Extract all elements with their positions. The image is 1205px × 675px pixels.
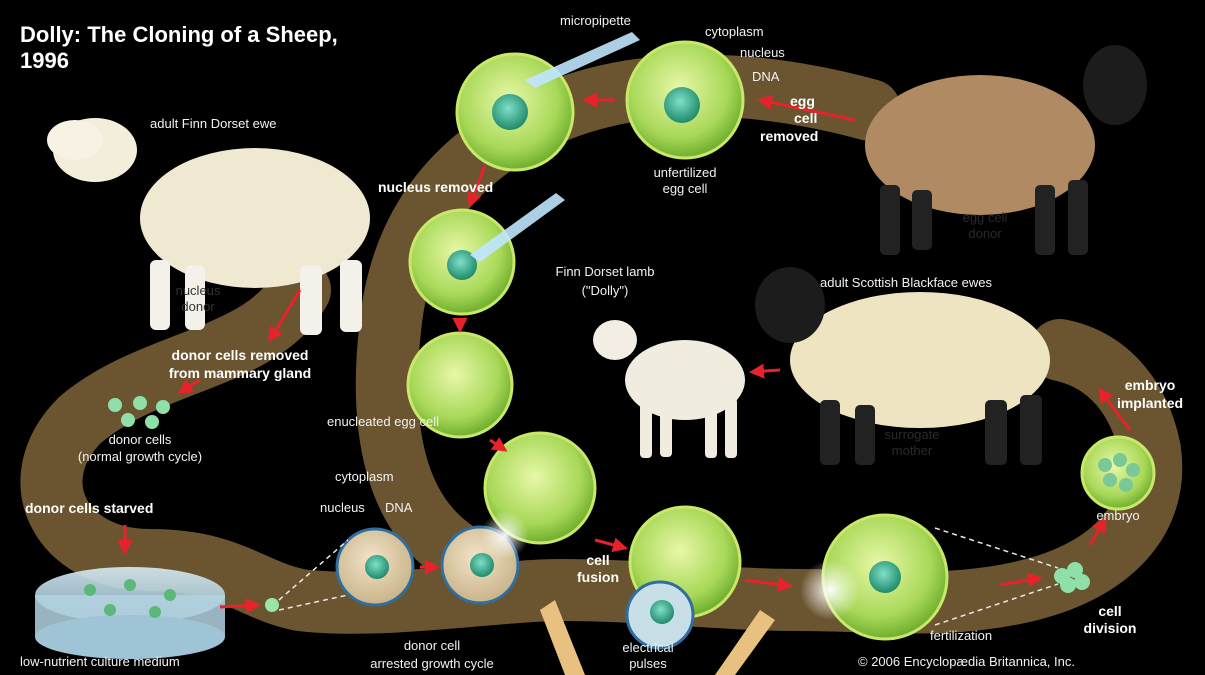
label-removed: removed [760,128,818,144]
label-fertilization: fertilization [930,628,992,643]
label-embryo: embryo [1096,508,1139,523]
label-egg: egg [790,93,815,109]
donor-cell-arrested [337,529,413,605]
label-enucleated-egg-cell: enucleated egg cell [327,414,439,429]
label-donor-cell-1: donor cell [404,638,460,653]
label-unfertilized-2: egg cell [663,181,708,196]
label-embryo-implanted-1: embryo [1125,377,1176,393]
label-finn-dorset-lamb-2: ("Dolly") [582,283,629,298]
label-micropipette: micropipette [560,13,631,28]
label-nucleus-removed: nucleus removed [378,179,493,195]
label-electrical-1: electrical [622,640,673,655]
copyright-notice: © 2006 Encyclopædia Britannica, Inc. [858,654,1075,669]
label-cytoplasm-bottom: cytoplasm [335,469,394,484]
label-finn-dorset-lamb-1: Finn Dorset lamb [556,264,655,279]
label-unfertilized-1: unfertilized [654,165,717,180]
dolly-lamb-illustration [593,320,745,458]
label-surrogate-1: surrogate [885,427,940,442]
label-cell-division-2: division [1084,620,1137,636]
label-egg-cell-word: cell [794,110,817,126]
label-donor-cells-starved: donor cells starved [25,500,153,516]
label-nucleus-top: nucleus [740,45,785,60]
label-embryo-implanted-2: implanted [1117,395,1183,411]
diagram-title: Dolly: The Cloning of a Sheep, [20,22,338,47]
culture-dish [35,567,225,659]
diagram-year: 1996 [20,48,69,73]
label-egg-cell-donor-1: egg cell [963,210,1008,225]
label-electrical-2: pulses [629,656,667,671]
label-donor-cells-removed-2: from mammary gland [169,365,311,381]
unfertilized-egg-cell [627,42,743,158]
label-cell-fusion-1: cell [586,552,609,568]
label-donor-cell-2: arrested growth cycle [370,656,494,671]
label-dna-top: DNA [752,69,780,84]
label-cytoplasm-top: cytoplasm [705,24,764,39]
label-donor-cells-1: donor cells [109,432,172,447]
label-donor-cells-2: (normal growth cycle) [78,449,202,464]
label-nucleus-bottom: nucleus [320,500,365,515]
single-donor-cell [265,598,279,612]
label-egg-cell-donor-2: donor [968,226,1002,241]
label-cell-fusion-2: fusion [577,569,619,585]
label-cell-division-1: cell [1098,603,1121,619]
label-surrogate-2: mother [892,443,933,458]
label-adult-finn-dorset-ewe: adult Finn Dorset ewe [150,116,276,131]
embryo-cell [1082,437,1154,509]
label-donor-cells-removed-1: donor cells removed [172,347,309,363]
label-nucleus-donor-2: donor [181,299,215,314]
label-dna-bottom: DNA [385,500,413,515]
label-adult-scottish-blackface: adult Scottish Blackface ewes [820,275,992,290]
label-nucleus-donor-1: nucleus [176,283,221,298]
label-low-nutrient-medium: low-nutrient culture medium [20,654,180,669]
